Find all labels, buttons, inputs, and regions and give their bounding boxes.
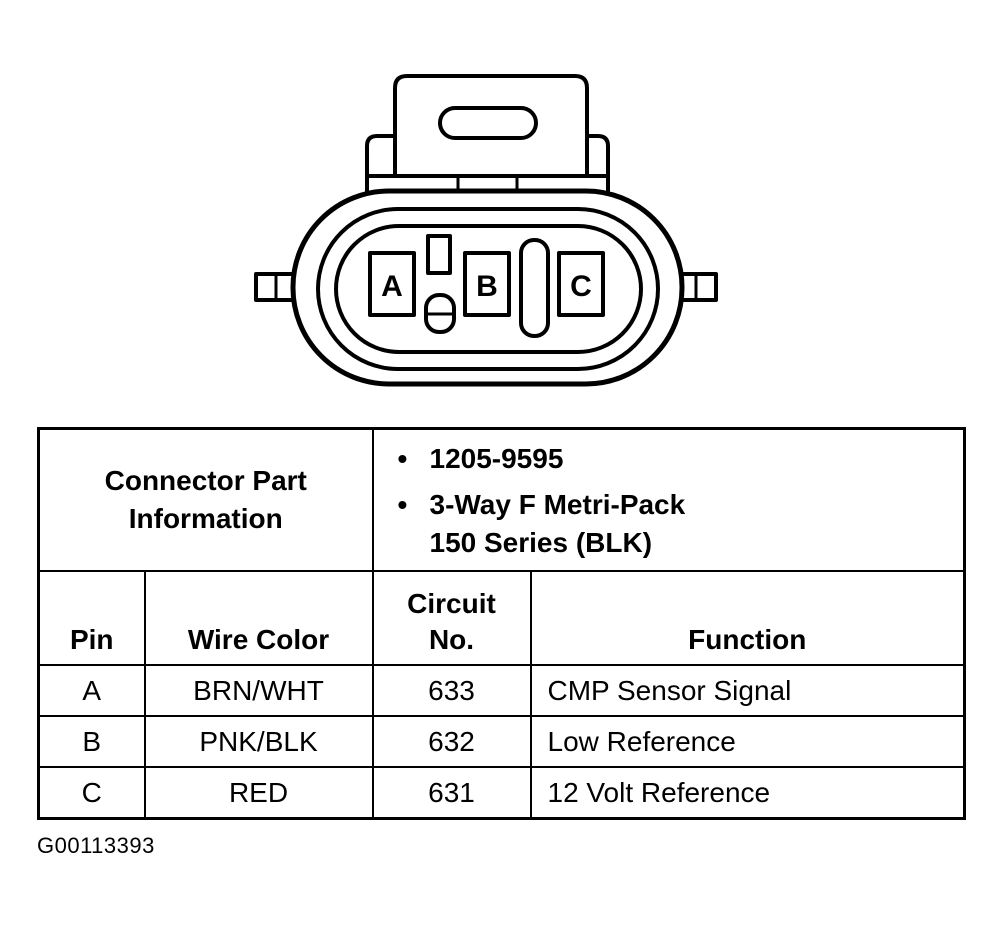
col-head-circuit: Circuit No. [371,570,532,666]
col-head-wire-color: Wire Color [143,570,374,666]
part-info-label-line1: Connector Part [104,465,307,496]
col-head-function: Function [529,570,966,666]
part-series-line1: 3-Way F Metri-Pack [429,489,686,520]
cell-pin: B [37,715,146,768]
col-head-pin: Pin [37,570,146,666]
pin-label-b: B [476,270,498,303]
bullet-icon: • [397,489,408,520]
part-number: 1205-9595 [429,443,564,474]
cell-pin: C [37,766,146,820]
cell-circuit: 633 [371,664,532,717]
part-series-line2: 150 Series (BLK) [429,527,653,558]
housing-inner-ring [316,207,660,371]
key-slot [426,234,452,275]
tab-shoulder-left [365,134,395,176]
table-row: B PNK/BLK 632 Low Reference [37,715,966,768]
cell-wire-color: PNK/BLK [143,715,374,768]
connector-face-diagram: A B C [254,74,718,387]
column-header-row: Pin Wire Color Circuit No. Function [37,570,966,666]
cell-function: CMP Sensor Signal [529,664,966,717]
tab-shoulder-right [587,134,610,176]
key-round [424,293,456,334]
part-series-item: • 3-Way F Metri-Pack 150 Series (BLK) [398,486,964,562]
pin-cavity-a [368,251,416,317]
cell-function: 12 Volt Reference [529,766,966,820]
pin-cavity-c [557,251,605,317]
pin-cavity-b [463,251,511,317]
part-info-row: Connector Part Information • 1205-9595 •… [37,427,966,572]
lock-tab [393,74,589,175]
pin-label-c: C [570,270,592,303]
part-number-item: • 1205-9595 [398,440,964,478]
part-info-values: • 1205-9595 • 3-Way F Metri-Pack 150 Ser… [371,427,966,572]
part-info-list: • 1205-9595 • 3-Way F Metri-Pack 150 Ser… [374,440,964,562]
cell-circuit: 632 [371,715,532,768]
part-info-label: Connector Part Information [37,427,374,572]
cell-circuit: 631 [371,766,532,820]
figure-code: G00113393 [37,833,155,858]
col-head-circuit-line2: No. [428,624,475,655]
col-head-circuit-line1: Circuit [407,588,496,619]
housing-face [334,224,643,354]
cell-pin: A [37,664,146,717]
cell-wire-color: RED [143,766,374,820]
connector-info-table: Connector Part Information • 1205-9595 •… [37,427,966,820]
cell-wire-color: BRN/WHT [143,664,374,717]
part-info-label-line2: Information [128,503,283,534]
cell-function: Low Reference [529,715,966,768]
table-row: C RED 631 12 Volt Reference [37,766,966,820]
bullet-icon: • [397,443,408,474]
pin-label-a: A [381,270,403,303]
housing-outer [290,188,685,387]
lock-tab-slot [438,106,538,140]
table-row: A BRN/WHT 633 CMP Sensor Signal [37,664,966,717]
divider-rib [519,238,550,338]
